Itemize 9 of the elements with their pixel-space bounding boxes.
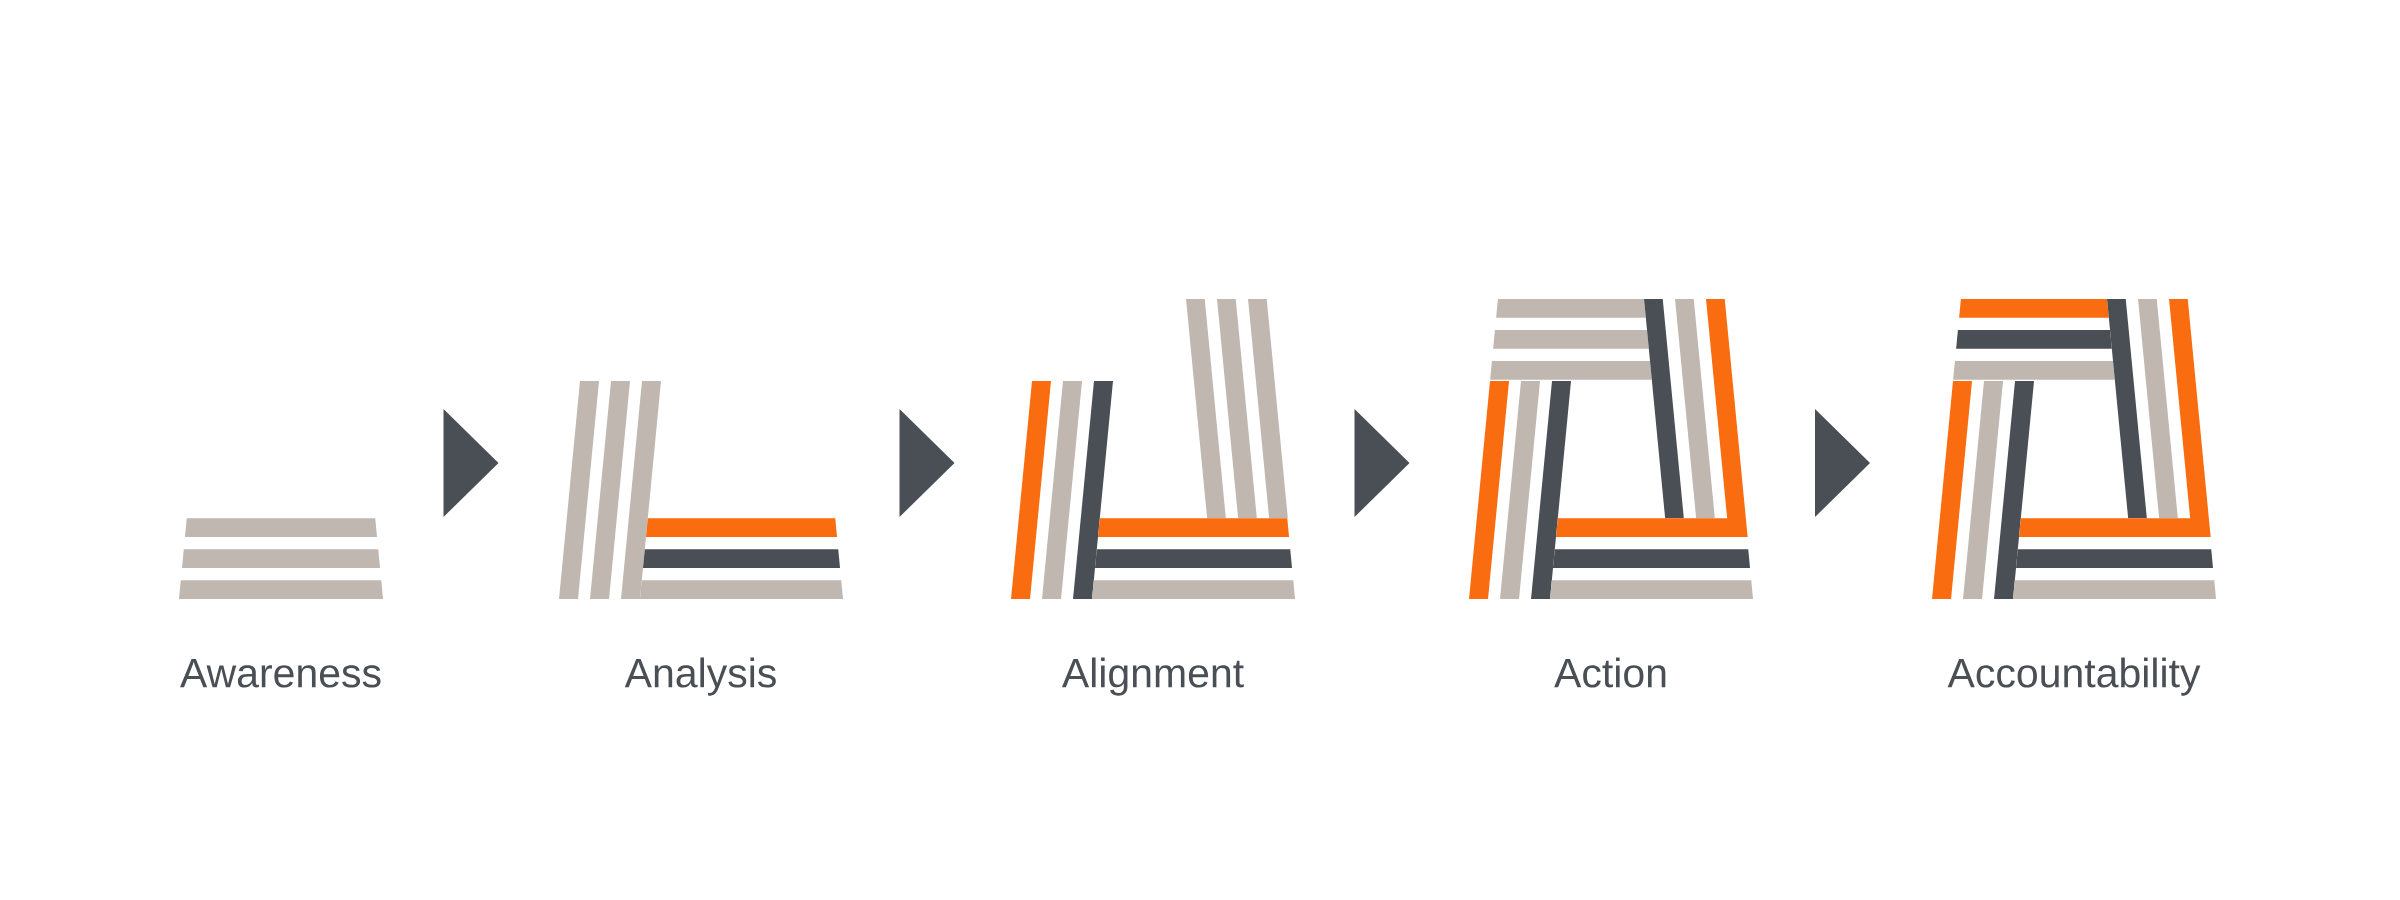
stage-label: Analysis xyxy=(624,657,776,696)
stage-label: Action xyxy=(1554,657,1666,688)
arrow xyxy=(443,409,499,517)
arrow xyxy=(1354,409,1410,517)
arrow xyxy=(899,409,955,517)
stage-label: Awareness xyxy=(180,659,381,688)
stage-label: Accountability xyxy=(1947,657,2201,696)
arrow xyxy=(1815,409,1871,517)
stage-label: Alignment xyxy=(1061,657,1244,696)
